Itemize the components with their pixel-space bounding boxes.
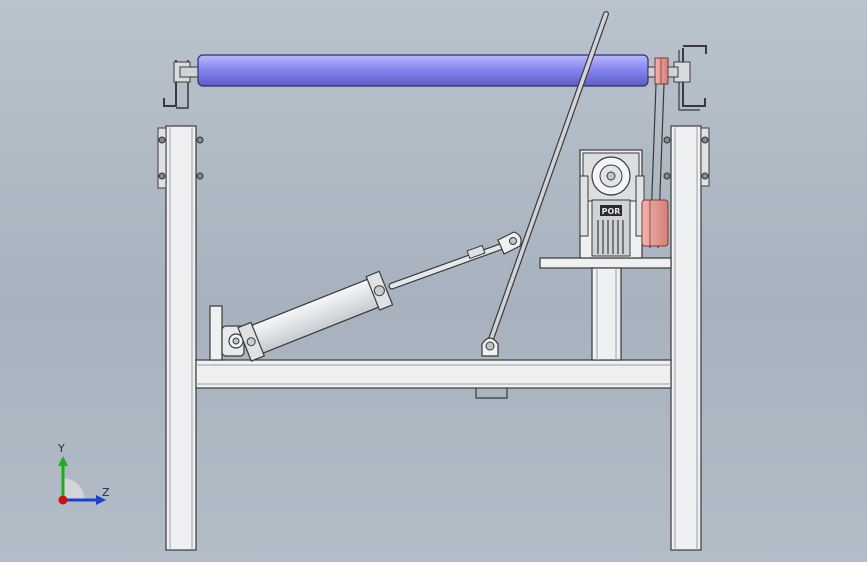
x-axis-dot xyxy=(58,495,68,505)
motor-platform[interactable] xyxy=(539,257,672,361)
gear-motor[interactable]: POR xyxy=(579,149,645,259)
piston-rod[interactable] xyxy=(388,231,522,290)
orientation-triad[interactable]: Y Z xyxy=(50,440,120,510)
z-axis-label: Z xyxy=(102,486,110,499)
right-post[interactable] xyxy=(663,125,710,551)
cylinder-mount xyxy=(209,305,245,361)
roller-sprocket xyxy=(654,57,669,85)
motor-plate-label: POR xyxy=(602,207,621,216)
left-post[interactable] xyxy=(157,125,204,551)
lever-arm[interactable] xyxy=(481,11,609,357)
y-axis-label: Y xyxy=(58,442,65,455)
pneumatic-cylinder[interactable] xyxy=(237,270,394,362)
triad-graphic xyxy=(58,456,106,505)
motor-sprocket xyxy=(641,199,669,247)
cross-beam[interactable] xyxy=(195,359,672,399)
roller[interactable] xyxy=(179,54,679,87)
